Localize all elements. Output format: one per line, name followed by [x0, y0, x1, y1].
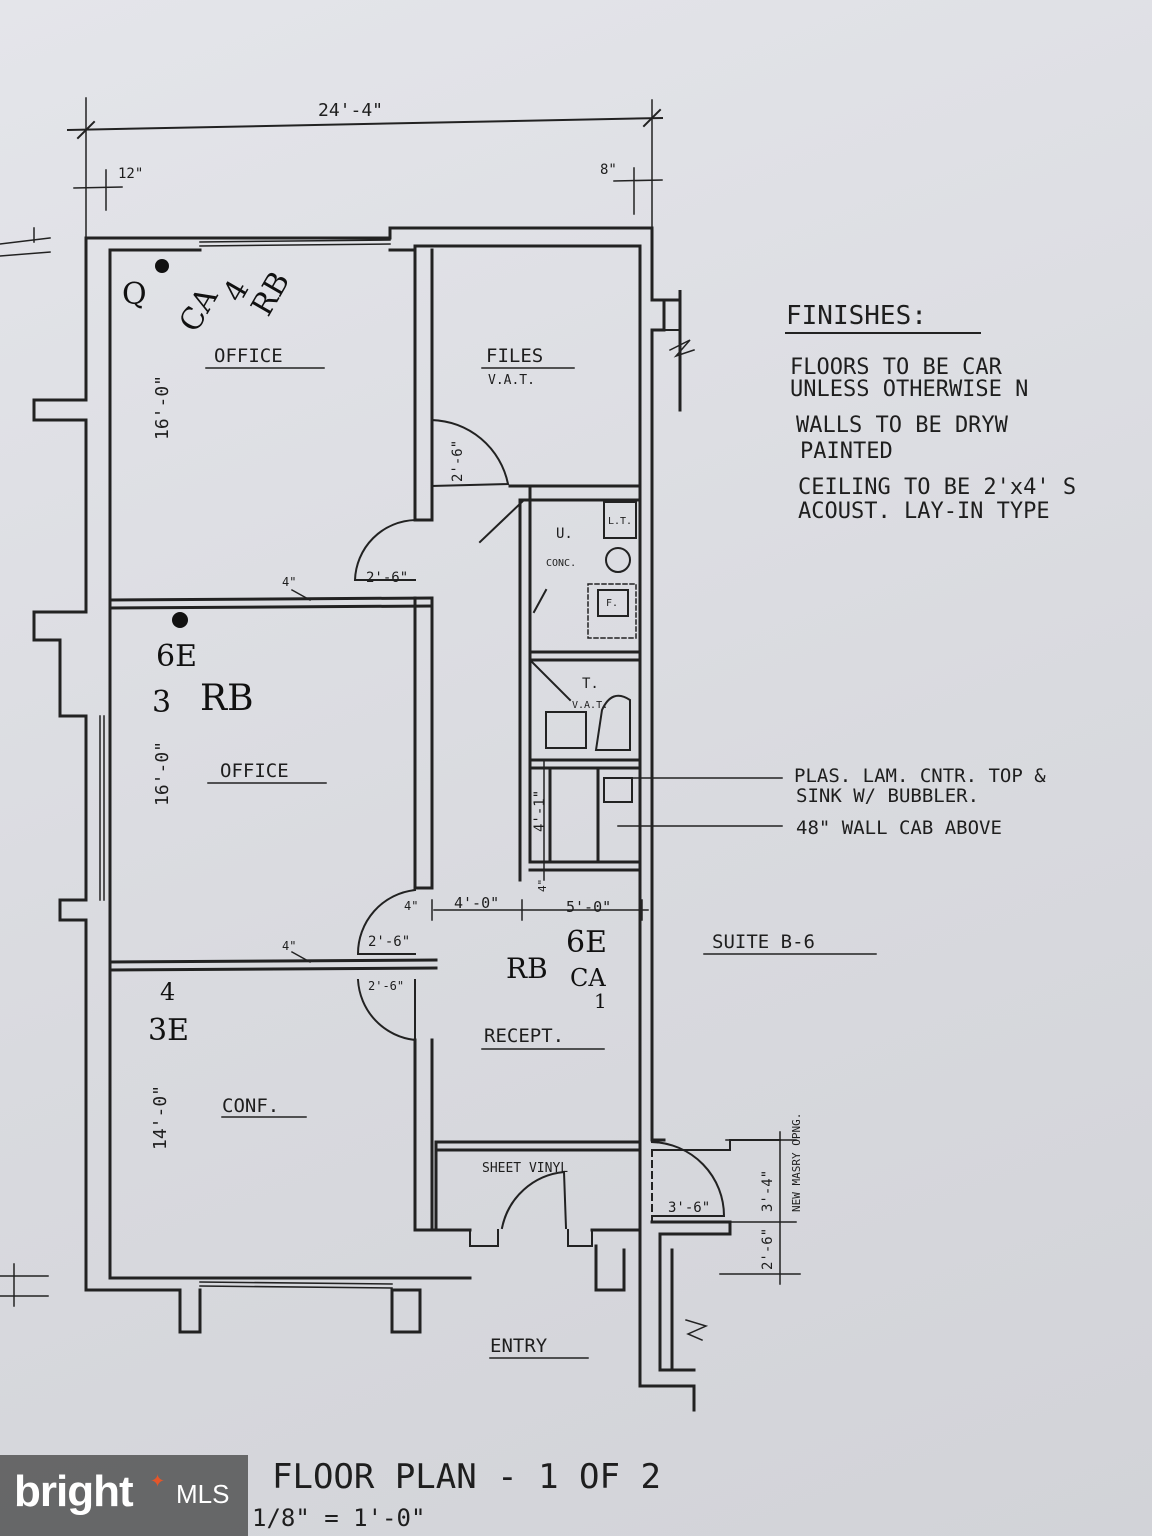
dim-line-overall: [66, 116, 664, 132]
note-recept-6e: 6E: [566, 925, 607, 960]
callout-counter-1: PLAS. LAM. CNTR. TOP &: [794, 765, 1046, 787]
door-swing-office2: [356, 888, 417, 955]
finishes-line-4: PAINTED: [800, 439, 893, 464]
room-files: FILES: [486, 345, 543, 367]
note-recept-1: 1: [594, 989, 607, 1013]
door-label-office2: 2'-6": [368, 934, 410, 950]
wall-office-files: [413, 248, 434, 522]
door-label-files: 2'-6": [450, 440, 466, 482]
watermark-spark-icon: ✦: [150, 1471, 166, 1492]
dim-partition-b: 4": [282, 939, 296, 953]
room-toilet: T.: [582, 676, 599, 692]
door-swing-files: [430, 418, 510, 488]
dim-small-a: 4": [404, 899, 418, 913]
note-office1-rb: RB: [245, 266, 298, 322]
outer-wall-top: [198, 226, 666, 1142]
room-vestibule: SHEET VINYL: [482, 1161, 568, 1176]
dim-left-offset: 12": [118, 166, 143, 182]
utility-room: [508, 484, 642, 654]
dim-entry-lower: 2'-6": [760, 1228, 776, 1270]
room-conf: CONF.: [222, 1095, 279, 1117]
finishes-line-5: CEILING TO BE 2'x4' S: [798, 475, 1076, 500]
callout-cabinet: 48" WALL CAB ABOVE: [796, 817, 1002, 839]
room-entry: ENTRY: [490, 1335, 548, 1357]
callout-counter-2: SINK W/ BUBBLER.: [796, 785, 979, 807]
watermark-logo-text: bright: [14, 1467, 134, 1516]
dim-small-b: 4": [536, 879, 549, 892]
note-office2-3: 3: [152, 685, 171, 720]
door-swing-entry: [650, 1140, 726, 1217]
door-swing-vestibule: [500, 1170, 568, 1230]
dim-recept-right: 5'-0": [566, 898, 611, 916]
note-office2-rb: RB: [200, 678, 254, 719]
outer-wall-left: [32, 236, 202, 422]
toilet-room: [528, 658, 642, 762]
note-conf-3e: 3E: [148, 1013, 189, 1048]
dim-entry-upper: 3'-4": [760, 1170, 776, 1212]
door-label-entry: 3'-6": [668, 1200, 710, 1216]
room-files-floor: V.A.T.: [488, 373, 535, 388]
dim-office2-depth: 16'-0": [152, 741, 173, 806]
room-office-1: OFFICE: [214, 345, 283, 367]
note-office1-q: Q: [122, 277, 147, 312]
watermark-mls-text: MLS: [176, 1479, 230, 1509]
door-swing-office1: [353, 518, 417, 581]
room-toilet-floor: V.A.T.: [572, 700, 608, 711]
dim-conf-depth: 14'-0": [150, 1085, 171, 1150]
suite-label: SUITE B-6: [712, 931, 815, 953]
room-office-2: OFFICE: [220, 760, 289, 782]
finishes-line-3: WALLS TO BE DRYW: [796, 413, 1009, 438]
dim-utility-width: 4'-1": [532, 790, 548, 832]
room-utility: U.: [556, 526, 573, 542]
finishes-heading: FINISHES:: [786, 301, 927, 331]
dim-partition-a: 4": [282, 575, 296, 589]
door-label-office1: 2'-6": [366, 570, 408, 586]
mls-watermark: bright ✦ MLS: [0, 1455, 248, 1536]
dim-recept-left: 4'-0": [454, 894, 499, 912]
door-label-conf: 2'-6": [368, 979, 404, 993]
note-recept-rb: RB: [506, 952, 548, 985]
dim-new-opening: NEW MASRY OPNG.: [790, 1113, 803, 1212]
room-utility-lt: L.T.: [608, 516, 632, 527]
dim-overall: 24'-4": [318, 100, 383, 121]
door-swing-conf: [356, 978, 416, 1042]
plan-title: FLOOR PLAN - 1 OF 2: [272, 1457, 661, 1497]
finishes-line-2: UNLESS OTHERWISE N: [790, 377, 1028, 402]
room-utility-f: F.: [606, 598, 618, 609]
dim-right-offset: 8": [600, 162, 617, 178]
note-recept-ca: CA: [570, 964, 606, 992]
room-utility-floor: CONC.: [546, 558, 576, 569]
note-conf-4: 4: [160, 978, 175, 1006]
dim-office1-depth: 16'-0": [152, 375, 173, 440]
note-office2-6e: 6E: [156, 639, 197, 674]
finishes-line-1: FLOORS TO BE CAR: [790, 355, 1003, 380]
finishes-line-6: ACOUST. LAY-IN TYPE: [798, 499, 1050, 524]
room-recept: RECEPT.: [484, 1025, 564, 1047]
plan-scale: 1/8" = 1'-0": [252, 1504, 425, 1532]
